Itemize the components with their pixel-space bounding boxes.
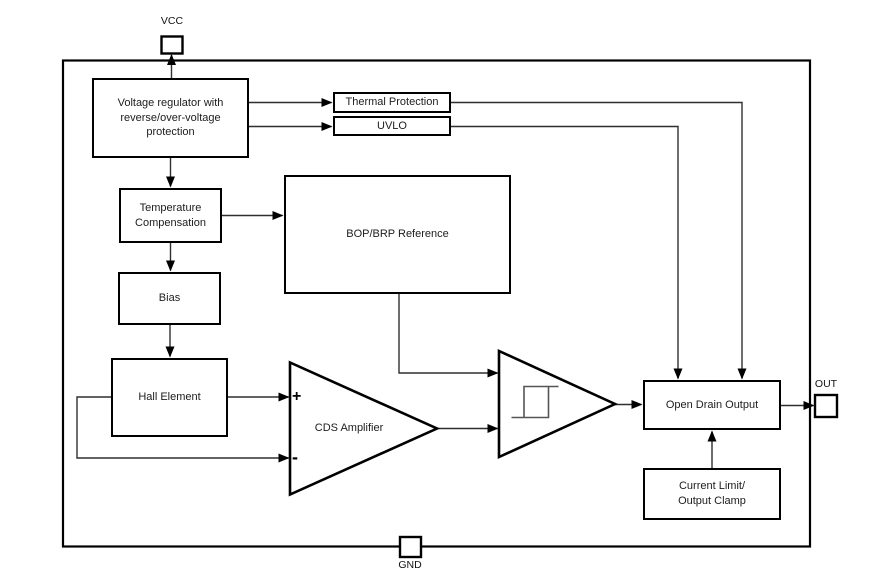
bias-block: Bias [118, 272, 221, 325]
out-pin-label: OUT [814, 378, 838, 390]
hysteresis-icon [511, 385, 559, 419]
vcc-pin [160, 35, 184, 55]
current-limit-output-clamp-block: Current Limit/ Output Clamp [643, 468, 781, 520]
vcc-pin-label: VCC [160, 15, 184, 27]
wire-thermal-protection-to-open-drain [451, 101, 747, 380]
open-drain-output-block: Open Drain Output [643, 380, 781, 430]
gnd-pin-label: GND [398, 559, 422, 571]
hall-element-block: Hall Element [111, 358, 228, 437]
amp-minus-input-label: - [292, 447, 298, 467]
gnd-pin [398, 535, 423, 559]
temperature-compensation-block: Temperature Compensation [119, 188, 222, 243]
uvlo-block: UVLO [333, 116, 451, 136]
amp-plus-input-label: + [292, 388, 302, 405]
wire-bop-brp-to-schmitt [398, 294, 499, 378]
chip-boundary [61, 59, 812, 548]
wire-hall-to-amp-minus [76, 396, 290, 463]
thermal-protection-block: Thermal Protection [333, 92, 451, 113]
out-pin [813, 393, 839, 419]
voltage-regulator-block: Voltage regulator with reverse/over-volt… [92, 78, 249, 158]
wire-uvlo-to-open-drain [451, 125, 683, 380]
bop-brp-reference-block: BOP/BRP Reference [284, 175, 511, 294]
cds-amplifier-triangle [288, 360, 441, 497]
cds-amplifier-label: CDS Amplifier [314, 422, 384, 434]
schmitt-trigger-triangle [497, 348, 619, 460]
